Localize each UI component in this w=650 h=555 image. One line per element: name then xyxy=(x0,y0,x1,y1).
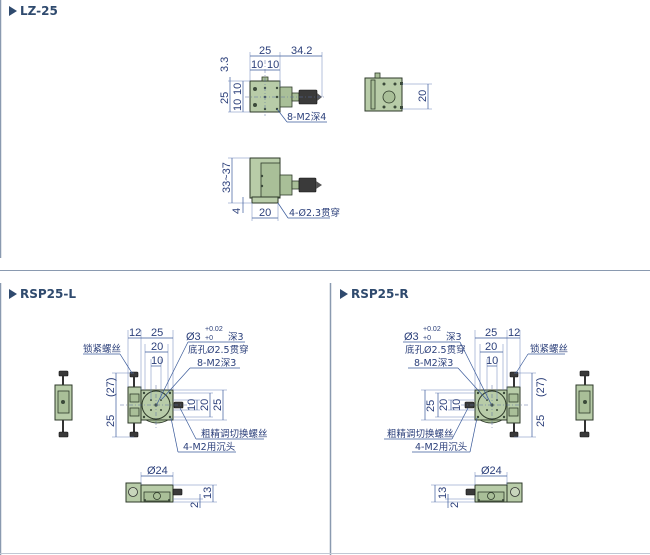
dia-24: Ø24 xyxy=(147,465,168,477)
tol-lower: +0 xyxy=(205,335,213,342)
lz25-front-view: 33~37 4 20 4-Ø2.3贯穿 xyxy=(221,157,340,221)
triangle-bullet-icon xyxy=(9,289,17,299)
lz25-top-view: 25 34.2 10 10 3.3 25 10 10 8-M2深4 xyxy=(219,45,327,123)
dim-10: 10 xyxy=(486,355,498,367)
countersink: 4-M2用沉头 xyxy=(415,441,467,453)
thread-note: 8-M2深3 xyxy=(414,358,453,369)
dim-10a: 10 xyxy=(251,59,263,71)
dim-25: 25 xyxy=(485,327,497,339)
bottom-hole: 底孔Ø2.5贯穿 xyxy=(405,344,466,356)
dim-3-3: 3.3 xyxy=(219,57,231,72)
dim-10-v: 10 xyxy=(186,399,198,411)
thread-note: 8-M2深3 xyxy=(197,358,236,369)
pin-depth: 深3 xyxy=(228,332,244,343)
section-title-rsp25-r: RSP25-R xyxy=(340,287,409,301)
dim-25-v: 25 xyxy=(105,415,117,427)
dim-25-v2: 25 xyxy=(425,400,437,412)
pin-hole: Ø3 xyxy=(404,331,419,343)
side-dim-20: 20 xyxy=(417,90,429,102)
dim-20: 20 xyxy=(485,341,497,353)
dim-10-v-a: 10 xyxy=(232,83,244,95)
dim-20-v: 20 xyxy=(199,399,211,411)
triangle-bullet-icon xyxy=(340,289,348,299)
dim-25-v: 25 xyxy=(219,92,231,104)
dim-25: 25 xyxy=(259,45,271,57)
rsp25-r-labels: 12 25 20 10 Ø3 +0.02 +0 深3 底孔Ø2.5贯穿 8-M2… xyxy=(387,326,568,508)
dim-34-2: 34.2 xyxy=(291,45,312,57)
tol-upper: +0.02 xyxy=(205,326,223,333)
dim-25-v2: 25 xyxy=(212,399,224,411)
pin-hole: Ø3 xyxy=(186,331,201,343)
triangle-bullet-icon xyxy=(9,6,17,16)
dim-25: 25 xyxy=(151,327,163,339)
base-dim: 4 xyxy=(231,208,243,214)
dim-13: 13 xyxy=(202,487,214,499)
countersink: 4-M2用沉头 xyxy=(183,441,235,453)
hole-note: 4-Ø2.3贯穿 xyxy=(289,207,340,219)
height-dim: 33~37 xyxy=(221,162,233,193)
switch-screw: 粗精调切换螺丝 xyxy=(201,428,268,440)
dim-27: (27) xyxy=(105,377,117,397)
dim-27: (27) xyxy=(535,377,547,397)
dim-10b: 10 xyxy=(267,59,279,71)
dim-13: 13 xyxy=(437,487,449,499)
section-title-text: LZ-25 xyxy=(20,4,58,18)
dim-12: 12 xyxy=(129,327,141,339)
dim-10-v: 10 xyxy=(451,399,463,411)
width-dim: 20 xyxy=(259,207,271,219)
dim-10-v-b: 10 xyxy=(232,99,244,111)
dim-25-v: 25 xyxy=(535,415,547,427)
thread-note: 8-M2深4 xyxy=(287,112,326,123)
tol-upper: +0.02 xyxy=(423,326,441,333)
dim-10: 10 xyxy=(151,355,163,367)
dim-12: 12 xyxy=(508,327,520,339)
switch-screw: 粗精调切换螺丝 xyxy=(387,428,454,440)
lz25-side-view: 20 xyxy=(364,72,432,112)
section-title-rsp25-l: RSP25-L xyxy=(9,287,76,301)
dim-2: 2 xyxy=(189,502,201,508)
lock-screw: 锁紧螺丝 xyxy=(530,343,568,355)
tol-lower: +0 xyxy=(423,335,431,342)
rsp25-l-labels: 12 25 20 10 Ø3 +0.02 +0 深3 底孔Ø2.5贯穿 8-M2… xyxy=(83,326,268,508)
dim-20: 20 xyxy=(151,341,163,353)
dim-20-v: 20 xyxy=(438,399,450,411)
section-title-text: RSP25-R xyxy=(351,287,409,301)
dia-24: Ø24 xyxy=(481,465,502,477)
section-title-lz25: LZ-25 xyxy=(9,4,58,18)
dim-2: 2 xyxy=(449,502,461,508)
lock-screw: 锁紧螺丝 xyxy=(83,343,121,355)
bottom-hole: 底孔Ø2.5贯穿 xyxy=(188,344,249,356)
pin-depth: 深3 xyxy=(446,332,462,343)
section-title-text: RSP25-L xyxy=(20,287,77,301)
